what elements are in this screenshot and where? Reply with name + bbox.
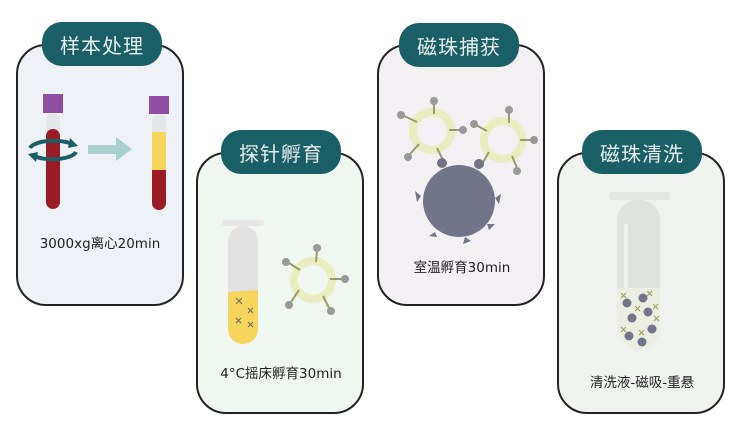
separated-tube-icon <box>149 96 169 210</box>
step-title-probe-incubation: 探针孵育 <box>221 130 341 174</box>
step-card-probe-incubation <box>196 152 364 414</box>
magnetic-bead-icon <box>415 158 501 244</box>
test-tube-icon <box>609 192 670 350</box>
blood-tube-icon <box>43 94 63 209</box>
step-caption-bead-capture: 室温孵育30min <box>413 260 511 276</box>
test-tube-icon <box>222 220 264 344</box>
probe-ring-icon <box>397 97 467 161</box>
bead-capture-illustration <box>397 97 538 244</box>
arrow-right-icon <box>88 137 132 161</box>
step-title-sample-processing: 样本处理 <box>42 22 162 66</box>
step-title-bead-capture: 磁珠捕获 <box>399 23 519 67</box>
probe-ring-icon <box>282 244 349 315</box>
step-title-bead-washing: 磁珠清洗 <box>582 130 702 174</box>
probe-incubation-illustration <box>222 220 349 344</box>
rotate-arrowheads <box>68 138 78 148</box>
centrifuge-tubes-illustration <box>28 94 169 210</box>
rotate-icon <box>28 138 78 162</box>
probe-ring-icon <box>470 106 538 175</box>
step-caption-bead-washing: 清洗液-磁吸-重悬 <box>589 375 695 391</box>
step-caption-probe-incubation: 4°C摇床孵育30min <box>220 366 342 382</box>
magnetic-beads-group <box>622 293 657 347</box>
step-caption-sample-processing: 3000xg离心20min <box>39 236 161 252</box>
bead-washing-illustration <box>609 192 670 350</box>
